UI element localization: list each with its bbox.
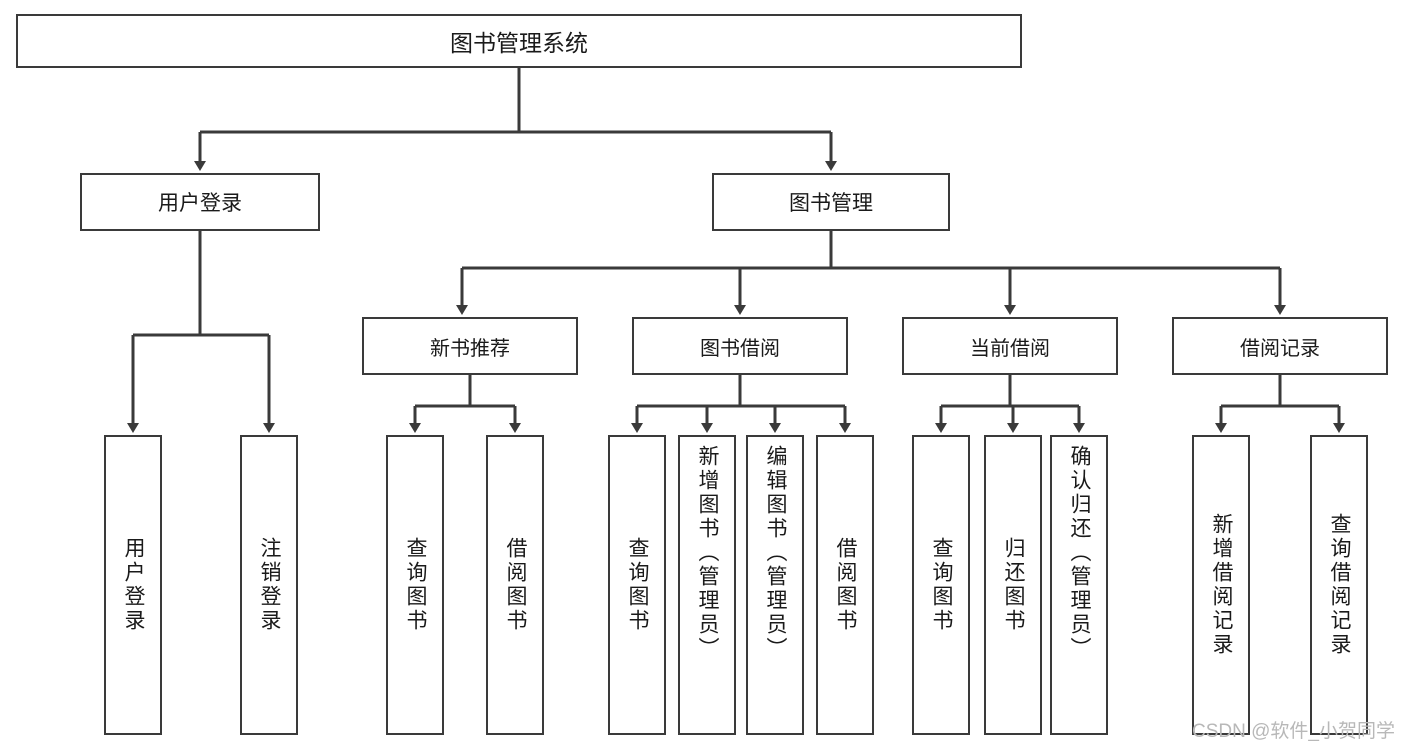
node-leaf-user-logout[interactable]: 注销登录	[240, 435, 298, 735]
node-leaf-add-record-label: 新增借阅记录	[1210, 513, 1234, 657]
node-leaf-query-record[interactable]: 查询借阅记录	[1310, 435, 1368, 735]
node-leaf-query-book-3-label: 查询图书	[930, 537, 954, 633]
node-borrow-record-label: 借阅记录	[1240, 337, 1320, 360]
edge-group-current-borrow	[935, 375, 1085, 433]
node-root[interactable]: 图书管理系统	[16, 14, 1022, 68]
node-leaf-user-logout-label: 注销登录	[258, 537, 282, 633]
node-leaf-borrow-book-1-label: 借阅图书	[504, 537, 528, 633]
node-new-book-recommend[interactable]: 新书推荐	[362, 317, 578, 375]
node-leaf-query-book-1[interactable]: 查询图书	[386, 435, 444, 735]
edge-group-book-borrow	[631, 375, 851, 433]
node-leaf-query-book-2-label: 查询图书	[626, 537, 650, 633]
edge-group-new-book-recommend	[409, 375, 521, 433]
node-leaf-return-book-label: 归还图书	[1002, 537, 1026, 633]
edge-group-user-login	[127, 231, 275, 433]
edge-group-borrow-record	[1215, 375, 1345, 433]
edge-group-root	[194, 68, 837, 171]
node-book-management[interactable]: 图书管理	[712, 173, 950, 231]
edge-group-book-management	[456, 231, 1286, 315]
node-leaf-user-login[interactable]: 用户登录	[104, 435, 162, 735]
node-book-borrow-label: 图书借阅	[700, 337, 780, 360]
node-book-management-label: 图书管理	[789, 192, 873, 215]
node-leaf-edit-book[interactable]: 编辑图书（管理员）	[746, 435, 804, 735]
node-leaf-query-book-2[interactable]: 查询图书	[608, 435, 666, 735]
node-borrow-record[interactable]: 借阅记录	[1172, 317, 1388, 375]
node-leaf-query-record-label: 查询借阅记录	[1328, 513, 1352, 657]
node-leaf-edit-book-label: 编辑图书（管理员）	[764, 445, 788, 661]
node-leaf-borrow-book-2-label: 借阅图书	[834, 537, 858, 633]
node-leaf-query-book-1-label: 查询图书	[404, 537, 428, 633]
node-leaf-confirm-return[interactable]: 确认归还（管理员）	[1050, 435, 1108, 735]
node-leaf-confirm-return-label: 确认归还（管理员）	[1068, 445, 1092, 661]
node-leaf-user-login-label: 用户登录	[122, 537, 146, 633]
node-leaf-borrow-book-1[interactable]: 借阅图书	[486, 435, 544, 735]
node-leaf-borrow-book-2[interactable]: 借阅图书	[816, 435, 874, 735]
node-book-borrow[interactable]: 图书借阅	[632, 317, 848, 375]
node-leaf-add-record[interactable]: 新增借阅记录	[1192, 435, 1250, 735]
node-leaf-return-book[interactable]: 归还图书	[984, 435, 1042, 735]
node-new-book-recommend-label: 新书推荐	[430, 337, 510, 360]
node-leaf-add-book-label: 新增图书（管理员）	[696, 445, 720, 661]
node-user-login[interactable]: 用户登录	[80, 173, 320, 231]
node-leaf-add-book[interactable]: 新增图书（管理员）	[678, 435, 736, 735]
node-user-login-label: 用户登录	[158, 192, 242, 215]
node-current-borrow[interactable]: 当前借阅	[902, 317, 1118, 375]
node-leaf-query-book-3[interactable]: 查询图书	[912, 435, 970, 735]
node-current-borrow-label: 当前借阅	[970, 337, 1050, 360]
node-root-label: 图书管理系统	[450, 30, 588, 56]
